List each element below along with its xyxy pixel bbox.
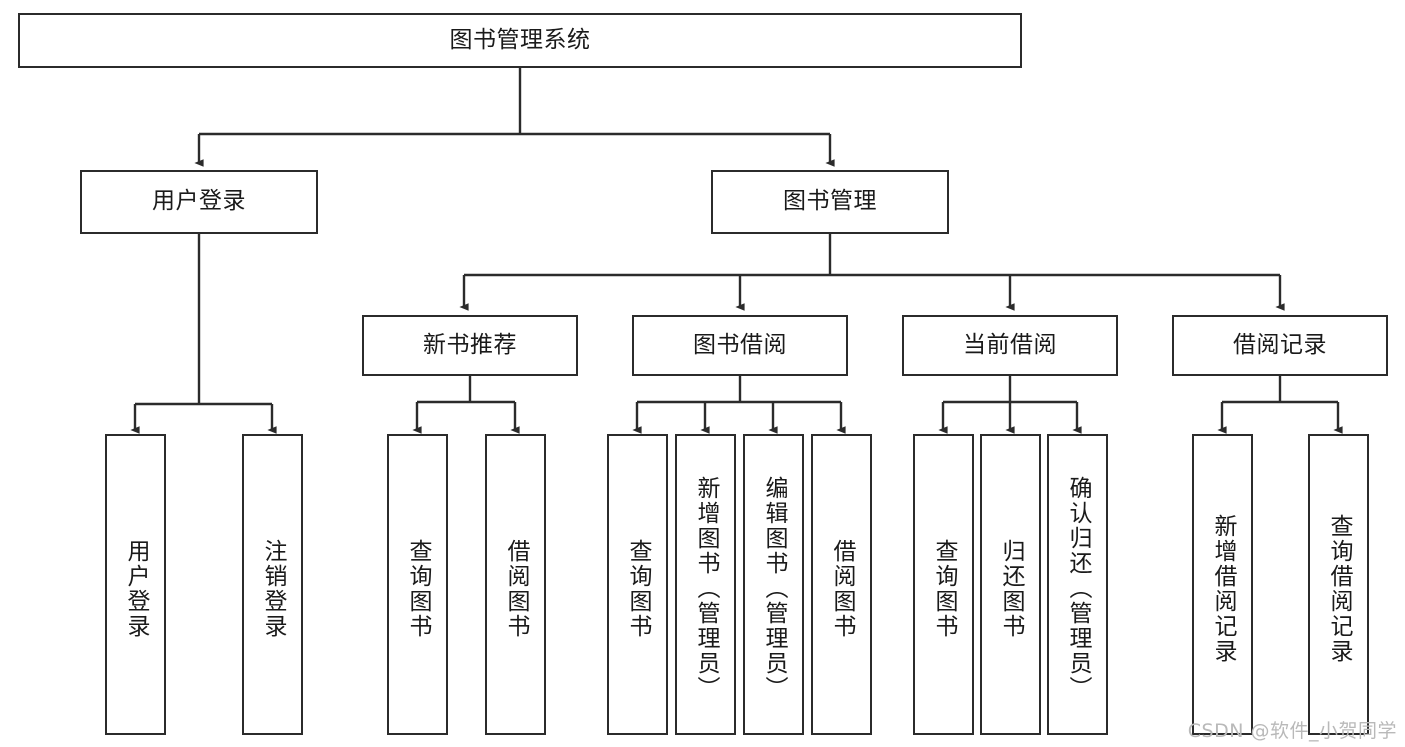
leaf-confirm-return-label: 确认归还（管理员）	[1065, 476, 1091, 701]
leaf-query-book-2[interactable]: 查询图书	[607, 434, 668, 735]
leaf-add-book-label: 新增图书（管理员）	[693, 476, 719, 701]
node-root-label: 图书管理系统	[449, 26, 591, 53]
leaf-user-login-label: 用户登录	[123, 538, 149, 639]
leaf-query-book-3[interactable]: 查询图书	[913, 434, 974, 735]
leaf-user-login[interactable]: 用户登录	[105, 434, 166, 735]
leaf-return-book-label: 归还图书	[998, 538, 1024, 639]
node-borrow-record-label: 借阅记录	[1233, 331, 1327, 358]
node-current-borrow[interactable]: 当前借阅	[902, 315, 1118, 376]
leaf-query-book-1-label: 查询图书	[405, 538, 431, 639]
leaf-return-book[interactable]: 归还图书	[980, 434, 1041, 735]
leaf-edit-book[interactable]: 编辑图书（管理员）	[743, 434, 804, 735]
leaf-add-book[interactable]: 新增图书（管理员）	[675, 434, 736, 735]
node-user-login[interactable]: 用户登录	[80, 170, 318, 234]
node-new-book-recommend-label: 新书推荐	[423, 331, 517, 358]
leaf-borrow-book-2-label: 借阅图书	[829, 538, 855, 639]
leaf-query-book-2-label: 查询图书	[625, 538, 651, 639]
leaf-query-record[interactable]: 查询借阅记录	[1308, 434, 1369, 735]
leaf-borrow-book-2[interactable]: 借阅图书	[811, 434, 872, 735]
node-root[interactable]: 图书管理系统	[18, 13, 1022, 68]
node-borrow-record[interactable]: 借阅记录	[1172, 315, 1388, 376]
node-new-book-recommend[interactable]: 新书推荐	[362, 315, 578, 376]
node-book-manage[interactable]: 图书管理	[711, 170, 949, 234]
leaf-logout-login[interactable]: 注销登录	[242, 434, 303, 735]
csdn-watermark: CSDN @软件_小贺同学	[1187, 720, 1397, 742]
node-book-borrow-label: 图书借阅	[693, 331, 787, 358]
leaf-query-book-1[interactable]: 查询图书	[387, 434, 448, 735]
leaf-query-book-3-label: 查询图书	[931, 538, 957, 639]
leaf-add-record-label: 新增借阅记录	[1210, 513, 1236, 664]
leaf-query-record-label: 查询借阅记录	[1326, 513, 1352, 664]
leaf-logout-login-label: 注销登录	[260, 538, 286, 639]
leaf-borrow-book-1-label: 借阅图书	[503, 538, 529, 639]
leaf-borrow-book-1[interactable]: 借阅图书	[485, 434, 546, 735]
node-user-login-label: 用户登录	[152, 188, 246, 215]
node-current-borrow-label: 当前借阅	[963, 331, 1057, 358]
leaf-confirm-return[interactable]: 确认归还（管理员）	[1047, 434, 1108, 735]
leaf-edit-book-label: 编辑图书（管理员）	[761, 476, 787, 701]
node-book-borrow[interactable]: 图书借阅	[632, 315, 848, 376]
node-book-manage-label: 图书管理	[783, 188, 877, 215]
leaf-add-record[interactable]: 新增借阅记录	[1192, 434, 1253, 735]
